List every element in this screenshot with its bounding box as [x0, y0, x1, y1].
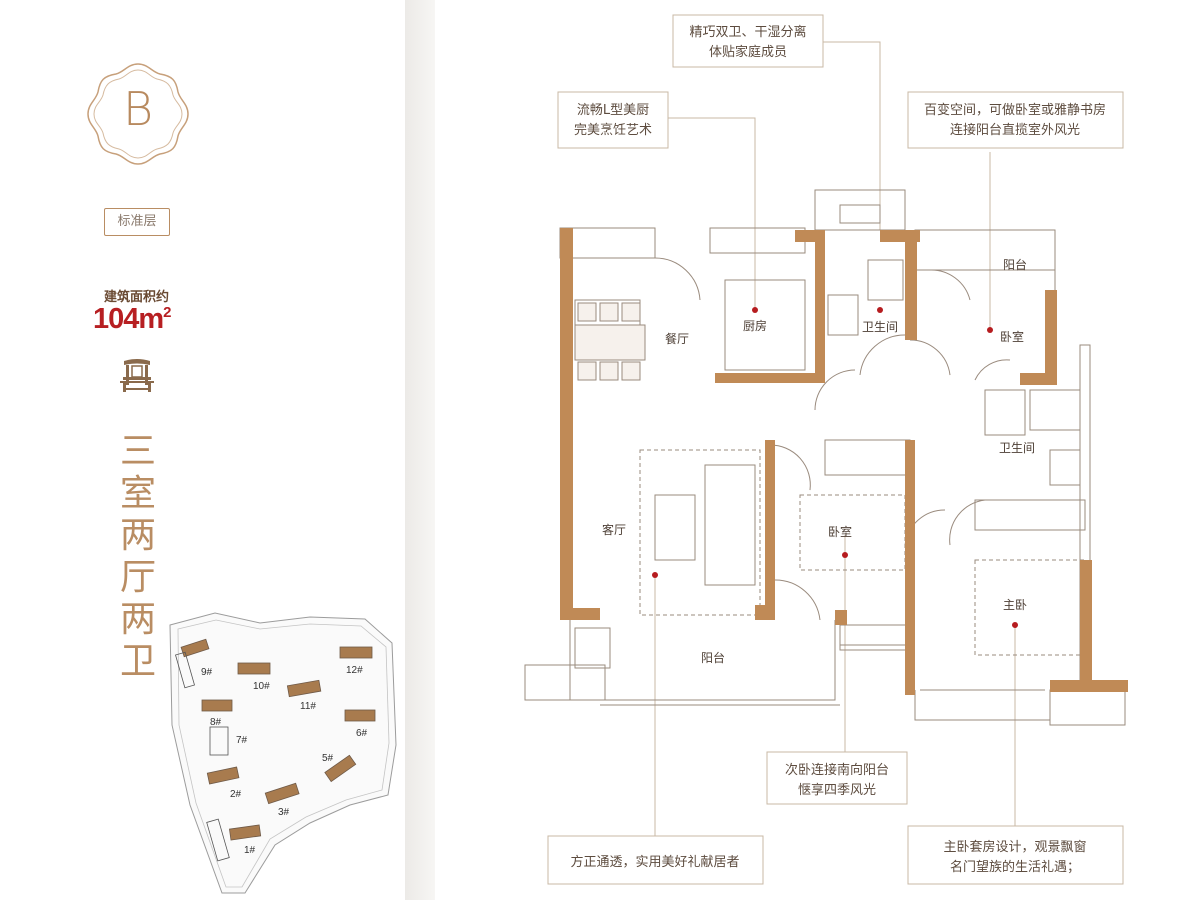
- site-bldg-label: 12#: [346, 665, 363, 676]
- room-living: 客厅: [602, 522, 626, 537]
- layout-title: 三 室 两 厅 两 卫: [118, 432, 158, 684]
- marker-dot: [1012, 622, 1018, 628]
- callout-flex-line1: 百变空间，可做卧室或雅静书房: [924, 102, 1106, 118]
- unit-letter: B: [122, 82, 154, 136]
- site-bldg-label: 8#: [210, 717, 222, 728]
- room-kitchen: 厨房: [743, 318, 767, 333]
- site-bldg-label: 3#: [278, 807, 290, 818]
- room-bedroom-mid: 卧室: [828, 524, 852, 539]
- callout-master-line1: 主卧套房设计，观景飘窗: [943, 839, 1086, 855]
- dining-table: [574, 302, 646, 381]
- site-bldg-label: 11#: [300, 701, 316, 712]
- site-bldg-label: 5#: [322, 753, 334, 764]
- title-char: 室: [119, 473, 156, 514]
- title-char: 两: [119, 515, 156, 556]
- room-balcony-south: 阳台: [701, 650, 725, 665]
- site-bldg-label: 2#: [230, 789, 242, 800]
- marker-dot: [987, 327, 993, 333]
- callout-second-line1: 次卧连接南向阳台: [785, 762, 889, 778]
- marker-dot: [752, 307, 758, 313]
- leader-lines: [654, 41, 1016, 836]
- room-balcony-top: 阳台: [1003, 257, 1027, 272]
- area-superscript: 2: [163, 304, 171, 321]
- callout-boxes: [547, 14, 1124, 885]
- title-char: 三: [119, 431, 156, 472]
- site-bldg-label: 7#: [236, 735, 248, 746]
- room-bedroom-ne: 卧室: [1000, 329, 1024, 344]
- callout-second-line2: 惬享四季风光: [798, 782, 876, 798]
- floor-plan-drawing: 精巧双卫、干湿分离 体贴家庭成员 流畅L型美厨 完美烹饪艺术 百变空间，可做卧室…: [524, 14, 1128, 885]
- floor-tag: 标准层: [104, 208, 170, 236]
- site-bldg-label: 9#: [201, 667, 213, 678]
- callout-bath-line1: 精巧双卫、干湿分离: [689, 24, 806, 40]
- room-dining: 餐厅: [665, 331, 689, 346]
- chair-icon: [120, 359, 154, 392]
- title-char: 厅: [119, 557, 156, 598]
- callout-bath-line2: 体贴家庭成员: [709, 44, 787, 60]
- callout-kitchen-line1: 流畅L型美厨: [577, 103, 649, 118]
- structural-walls: [560, 228, 1128, 695]
- title-char: 卫: [119, 641, 156, 682]
- marker-dot: [877, 307, 883, 313]
- room-marker-dots: [652, 307, 1018, 628]
- callout-kitchen-line2: 完美烹饪艺术: [574, 123, 652, 138]
- callout-flex-line2: 连接阳台直揽室外风光: [950, 122, 1080, 138]
- callout-master-line2: 名门望族的生活礼遇；: [950, 859, 1080, 875]
- site-plan-map: 1# 2# 3# 5# 6# 7# 8# 9# 10# 11# 12#: [169, 612, 397, 894]
- site-bldg-label: 1#: [244, 845, 256, 856]
- area-label: 建筑面积约: [104, 290, 170, 305]
- title-char: 两: [119, 599, 156, 640]
- room-master: 主卧: [1003, 598, 1027, 612]
- left-info-panel: B 标准层 建筑面积约 104m2 三 室 两 厅 两 卫: [0, 0, 405, 900]
- room-bath-mid: 卫生间: [999, 441, 1035, 455]
- area-number: 104m: [93, 303, 164, 335]
- area-value: 104m2: [93, 303, 172, 336]
- door-swings: [654, 257, 1011, 621]
- unit-badge-frame: [87, 63, 189, 165]
- marker-dot: [652, 572, 658, 578]
- site-bldg-label: 6#: [356, 728, 368, 739]
- room-bath-top: 卫生间: [862, 320, 898, 334]
- marker-dot: [842, 552, 848, 558]
- page-fold-divider: [405, 0, 435, 900]
- callout-living-line1: 方正通透，实用美好礼献居者: [570, 854, 739, 870]
- site-bldg-label: 10#: [253, 681, 270, 692]
